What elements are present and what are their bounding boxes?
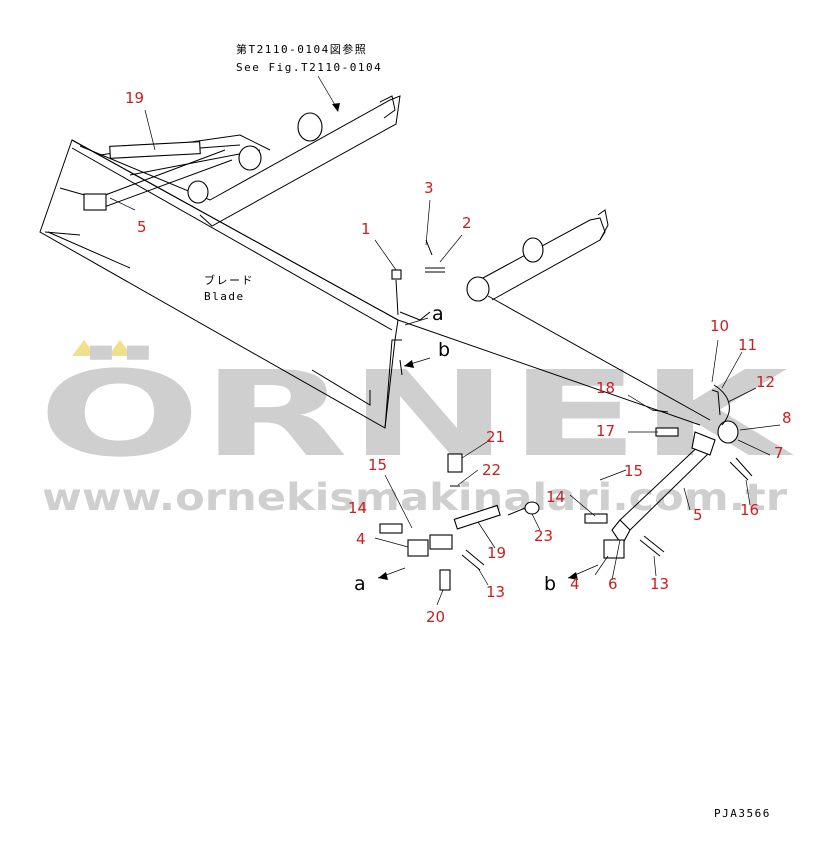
callout-5-left: 5 [137,218,147,236]
callout-8: 8 [782,409,792,427]
reference-note-en: See Fig.T2110-0104 [236,61,382,74]
callout-11: 11 [738,336,757,354]
callout-4-left: 4 [356,530,366,548]
reference-arrowhead [332,103,340,112]
callout-7: 7 [774,444,784,462]
callout-22: 22 [482,461,501,479]
watermark-accent-right [108,340,132,356]
callout-21: 21 [486,428,505,446]
callout-18: 18 [596,379,615,397]
blade-label-en: Blade [204,290,245,303]
blade-label-jp: ブレード [204,273,254,287]
callout-14-left: 14 [348,499,367,517]
watermark-accent-left [72,340,96,356]
view-letter-a-bottom: a [354,573,366,595]
callout-13-right: 13 [650,575,669,593]
arm-drawing [397,209,753,547]
callout-19-top: 19 [125,89,144,107]
callout-13-left: 13 [486,583,505,601]
callout-5-right: 5 [693,506,703,524]
reference-note-jp: 第T2110-0104図参照 [236,42,367,56]
callout-23: 23 [534,527,553,545]
callout-10: 10 [710,317,729,335]
callout-17: 17 [596,422,615,440]
callout-6: 6 [608,575,618,593]
callout-15-right: 15 [624,462,643,480]
blade-drawing [39,95,402,429]
callout-2: 2 [462,214,472,232]
callout-1: 1 [361,220,371,238]
callouts: 19 5 3 1 2 10 11 12 18 8 17 7 21 15 22 1… [125,89,792,626]
view-letter-b-bottom: b [544,573,556,595]
callout-12: 12 [756,373,775,391]
callout-15-left: 15 [368,456,387,474]
callout-14-right: 14 [546,488,565,506]
callout-19-mid: 19 [487,544,506,562]
small-parts-drawing [379,239,665,591]
callout-3: 3 [424,179,434,197]
drawing-code: PJA3566 [714,807,771,820]
callout-4-right: 4 [570,575,580,593]
leaders [109,109,781,606]
callout-16: 16 [740,501,759,519]
watermark: ÖRNEK www.ornekismakinalari.com.tr [38,340,795,519]
view-letter-b-top: b [438,339,450,361]
view-letter-a-top: a [432,303,444,325]
callout-20: 20 [426,608,445,626]
watermark-url: www.ornekismakinalari.com.tr [42,476,788,519]
